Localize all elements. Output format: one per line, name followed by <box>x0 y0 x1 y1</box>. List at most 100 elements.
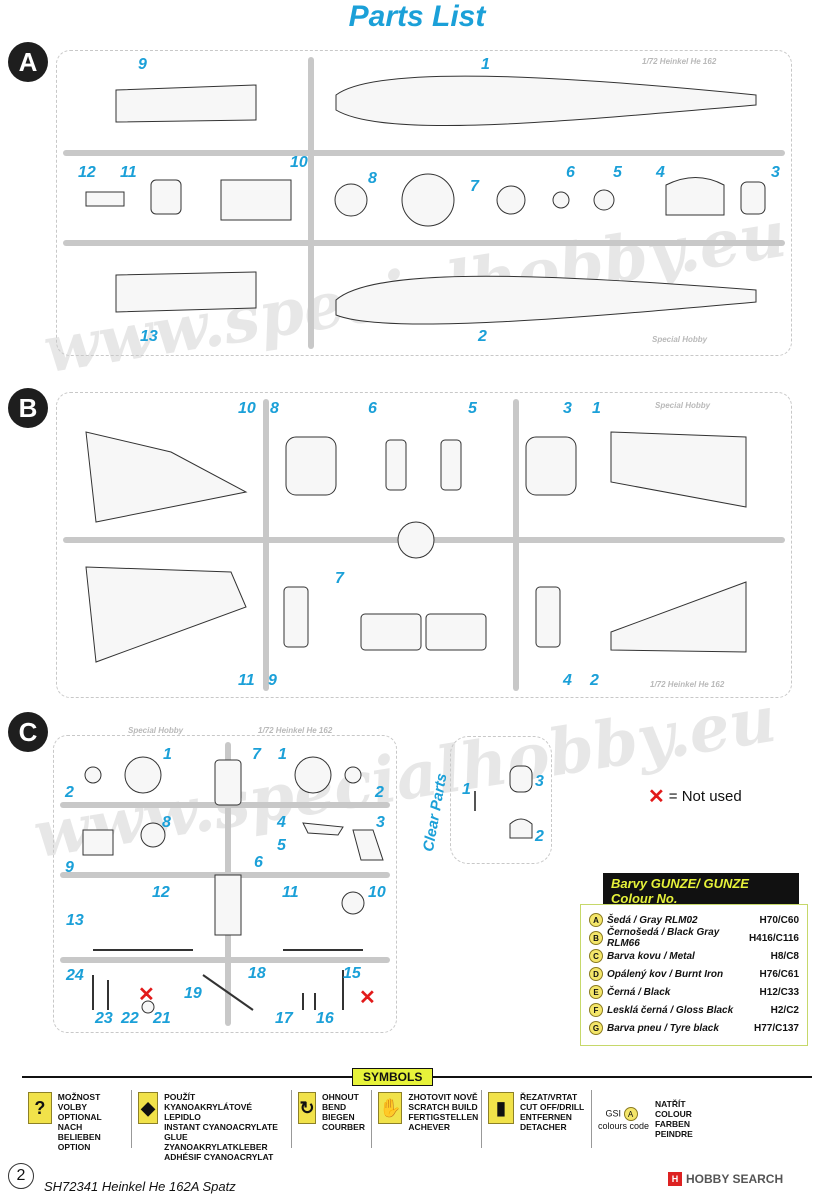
colour-name: Černá / Black <box>607 986 671 998</box>
part-number: 6 <box>566 164 575 181</box>
colour-key-badge: G <box>589 1021 603 1035</box>
colour-name: Barva pneu / Tyre black <box>607 1022 719 1034</box>
symbol-icon: ▮ <box>488 1092 514 1124</box>
part-number: 12 <box>152 884 170 901</box>
part-number: 5 <box>277 837 286 854</box>
page-title: Parts List <box>348 0 486 33</box>
gsi-badge-icon: A <box>623 1107 638 1121</box>
section-badge-a: A <box>8 42 48 82</box>
sprue-frame-clear <box>450 736 552 864</box>
part-number: 13 <box>66 912 84 929</box>
not-used-cross-icon: ✕ <box>648 786 665 808</box>
part-number: 4 <box>277 814 286 831</box>
colour-name: Šedá / Gray RLM02 <box>607 914 698 926</box>
part-number: 6 <box>254 854 263 871</box>
part-number: 24 <box>66 967 84 984</box>
sprue-label: 1/72 Heinkel He 162 <box>258 726 333 735</box>
sprue-frame-c <box>53 735 397 1033</box>
part-number: 21 <box>153 1010 171 1027</box>
sprue-a-drawing <box>63 57 785 349</box>
part-number: 2 <box>478 328 487 345</box>
part-number: 2 <box>375 784 384 801</box>
colour-key-badge: C <box>589 949 603 963</box>
brand-logo: H HOBBY SEARCH <box>668 1172 783 1186</box>
part-number: 18 <box>248 965 266 982</box>
part-number: 7 <box>470 178 479 195</box>
sprue-label: 1/72 Heinkel He 162 <box>642 57 717 66</box>
part-number: 10 <box>238 400 256 417</box>
sprue-frame-a <box>56 50 792 356</box>
colour-code: H2/C2 <box>770 1004 799 1016</box>
colour-code: H416/C116 <box>748 932 799 944</box>
sprue-label: 1/72 Heinkel He 162 <box>650 680 725 689</box>
symbol-icon: ◆ <box>138 1092 159 1124</box>
part-number: 23 <box>95 1010 113 1027</box>
sprue-b-drawing <box>63 399 785 691</box>
part-number: 17 <box>275 1010 293 1027</box>
colour-key-badge: E <box>589 985 603 999</box>
sprue-label: Special Hobby <box>652 335 708 344</box>
part-number: 10 <box>368 884 386 901</box>
part-number: 11 <box>238 672 255 689</box>
part-number: 4 <box>563 672 572 689</box>
colour-code: H8/C8 <box>770 950 799 962</box>
symbol-icon: ↻ <box>298 1092 317 1124</box>
colour-name: Barva kovu / Metal <box>607 950 695 962</box>
colour-name: Lesklá černá / Gloss Black <box>607 1004 734 1016</box>
colour-code: H70/C60 <box>759 914 799 926</box>
sprue-frame-b <box>56 392 792 698</box>
part-number: 3 <box>535 773 544 790</box>
part-number: 3 <box>376 814 385 831</box>
colour-key-badge: F <box>589 1003 603 1017</box>
symbols-title: SYMBOLS <box>352 1068 434 1086</box>
not-used-cross-icon: ✕ <box>359 987 376 1009</box>
part-number: 3 <box>771 164 780 181</box>
part-number: 2 <box>590 672 599 689</box>
colour-legend-title: Barvy GUNZE/ GUNZE Colour No. <box>603 873 799 909</box>
part-number: 13 <box>140 328 158 345</box>
sprue-label: Special Hobby <box>128 726 184 735</box>
part-number: 11 <box>282 884 299 901</box>
part-number: 12 <box>78 164 96 181</box>
sprue-c-drawing <box>60 742 390 1026</box>
part-number: 2 <box>65 784 74 801</box>
part-number: 7 <box>335 570 344 587</box>
part-number: 1 <box>481 56 490 73</box>
part-number: 8 <box>368 170 377 187</box>
part-number: 1 <box>163 746 172 763</box>
part-number: 22 <box>121 1010 139 1027</box>
colour-legend-row: F Lesklá černá / Gloss Black H2/C2 <box>589 1001 799 1019</box>
colour-name: Černošedá / Black Gray RLM66 <box>607 927 720 949</box>
colour-key-badge: D <box>589 967 603 981</box>
not-used-legend: ✕ = Not used <box>648 786 742 808</box>
page-number: 2 <box>8 1163 34 1189</box>
part-number: 9 <box>65 859 74 876</box>
part-number: 4 <box>656 164 665 181</box>
not-used-cross-icon: ✕ <box>138 984 155 1006</box>
hobby-search-icon: H <box>668 1172 682 1186</box>
part-number: 1 <box>592 400 601 417</box>
colour-legend-row: A Šedá / Gray RLM02 H70/C60 <box>589 911 799 929</box>
colour-name: Opálený kov / Burnt Iron <box>607 968 724 980</box>
part-number: 10 <box>290 154 308 171</box>
colour-key-badge: A <box>589 913 603 927</box>
sprue-label: Special Hobby <box>655 401 711 410</box>
part-number: 3 <box>563 400 572 417</box>
part-number: 15 <box>343 965 361 982</box>
part-number: 19 <box>184 985 202 1002</box>
